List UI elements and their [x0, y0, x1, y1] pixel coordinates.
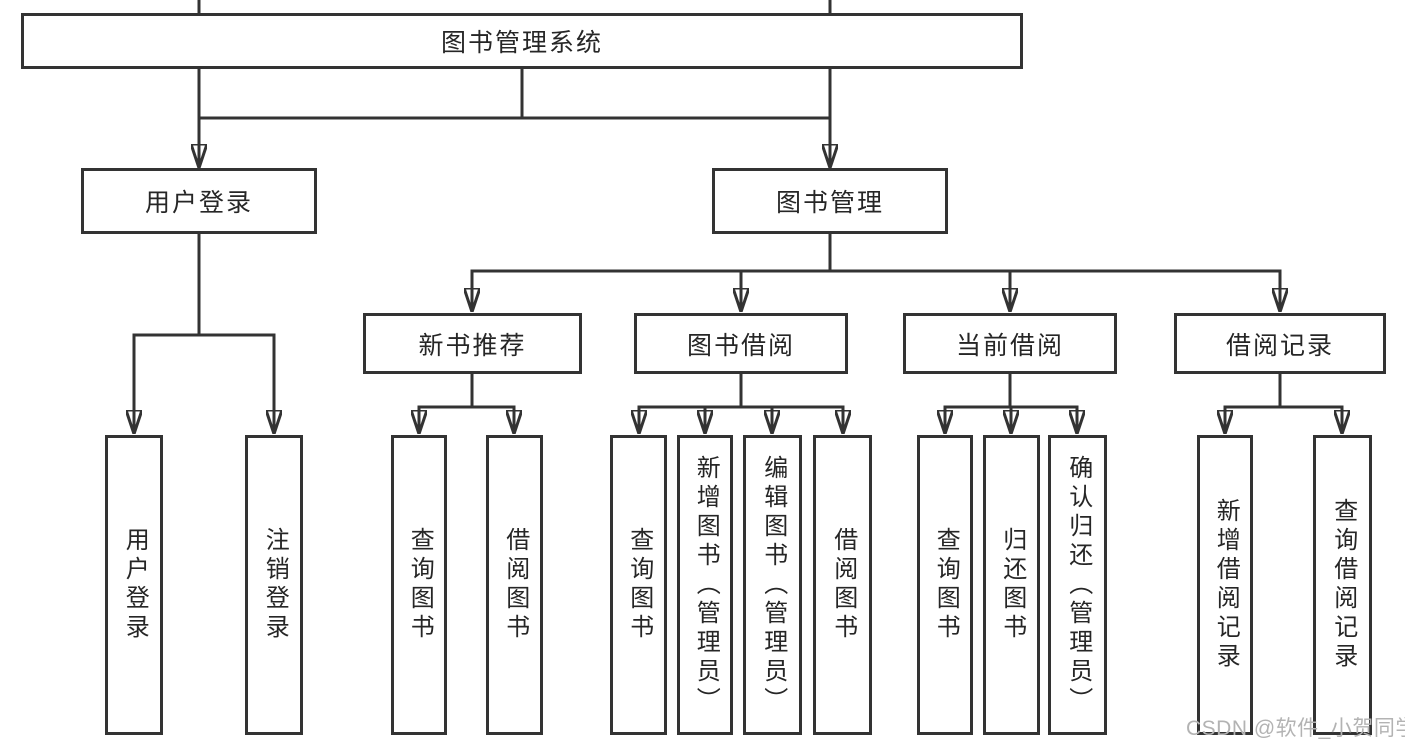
node-label-book-management: 图书管理	[775, 189, 884, 217]
leaf-add-books-admin: 新增图书（管理员）	[677, 435, 733, 735]
connector-root-to-level2	[198, 0, 832, 167]
connector-new-book-recommend-to-leaves	[418, 374, 516, 433]
csdn-watermark: CSDN @软件_小贺同学	[1186, 717, 1405, 740]
leaf-label: 注销登录	[261, 527, 289, 643]
leaf-label: 编辑图书（管理员）	[759, 454, 787, 716]
leaf-label: 归还图书	[998, 527, 1026, 643]
node-book-borrowing: 图书借阅	[634, 313, 848, 374]
node-new-book-recommend: 新书推荐	[363, 313, 582, 374]
leaf-query-books-recommend: 查询图书	[391, 435, 447, 735]
node-borrowing-records: 借阅记录	[1174, 313, 1386, 374]
leaf-edit-books-admin: 编辑图书（管理员）	[743, 435, 802, 735]
node-label-current-borrowing: 当前借阅	[955, 331, 1064, 360]
leaf-label: 确认归还（管理员）	[1064, 454, 1092, 716]
node-library-management-system: 图书管理系统	[21, 13, 1023, 69]
leaf-label: 新增借阅记录	[1212, 498, 1240, 672]
connector-borrowing-records-to-leaves	[1224, 374, 1344, 433]
leaf-logout: 注销登录	[245, 435, 303, 735]
node-label-book-borrowing: 图书借阅	[686, 331, 795, 360]
leaf-add-borrow-record: 新增借阅记录	[1197, 435, 1253, 735]
node-book-management: 图书管理	[712, 168, 948, 234]
leaf-user-login: 用户登录	[105, 435, 163, 735]
leaf-label: 查询图书	[625, 527, 653, 643]
node-label-new-book-recommend: 新书推荐	[418, 331, 527, 360]
leaf-label: 新增图书（管理员）	[692, 454, 720, 716]
leaf-label: 查询借阅记录	[1329, 498, 1357, 672]
connector-current-borrowing-to-leaves	[944, 374, 1079, 433]
node-label-user-login: 用户登录	[144, 189, 253, 217]
node-user-login: 用户登录	[81, 168, 317, 234]
node-label-root: 图书管理系统	[440, 29, 603, 57]
leaf-label: 借阅图书	[501, 527, 529, 643]
leaf-borrow-books-recommend: 借阅图书	[486, 435, 543, 735]
leaf-borrow-books-borrowing: 借阅图书	[813, 435, 872, 735]
connector-book-borrowing-to-leaves	[638, 374, 845, 433]
leaf-query-borrow-record: 查询借阅记录	[1313, 435, 1372, 735]
leaf-confirm-return-admin: 确认归还（管理员）	[1048, 435, 1107, 735]
node-current-borrowing: 当前借阅	[903, 313, 1117, 374]
leaf-query-books-current: 查询图书	[917, 435, 973, 735]
leaf-return-books: 归还图书	[983, 435, 1040, 735]
node-label-borrowing-records: 借阅记录	[1225, 331, 1334, 360]
leaf-label: 借阅图书	[829, 527, 857, 643]
leaf-label: 查询图书	[406, 527, 434, 643]
leaf-query-books-borrowing: 查询图书	[610, 435, 667, 735]
leaf-label: 用户登录	[121, 527, 149, 643]
connector-book-mgmt-to-level3	[471, 234, 1282, 311]
leaf-label: 查询图书	[932, 527, 960, 643]
connector-user-login-to-leaves	[133, 234, 276, 433]
